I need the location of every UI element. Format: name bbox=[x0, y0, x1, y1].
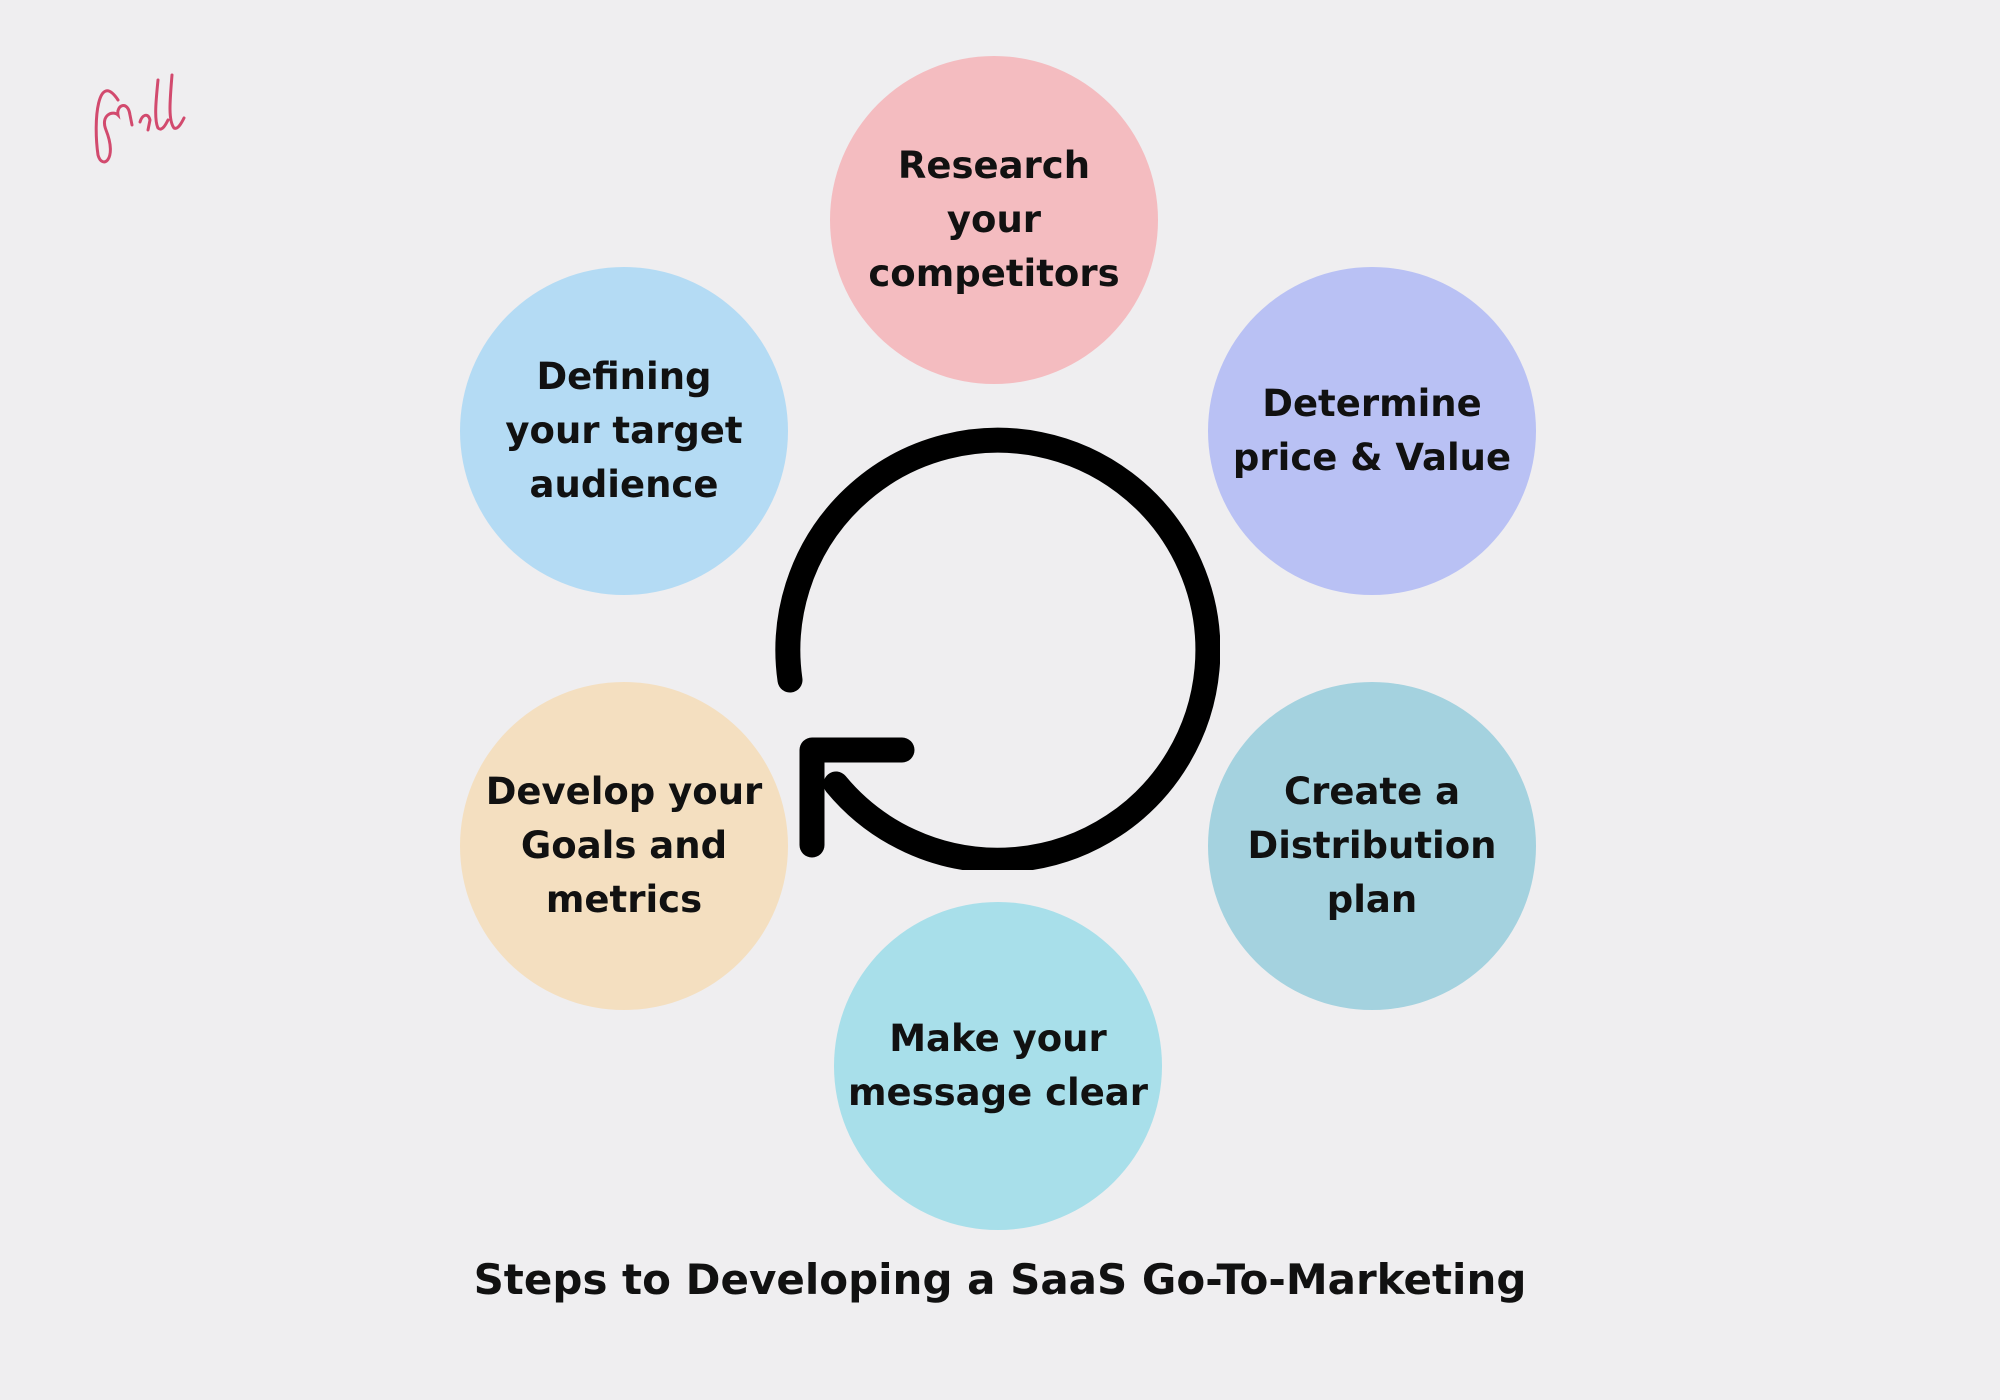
step-target-audience: Defining your target audience bbox=[460, 267, 788, 595]
step-label: Research your competitors bbox=[868, 144, 1120, 295]
step-label: Create a Distribution plan bbox=[1247, 770, 1497, 921]
diagram-caption: Steps to Developing a SaaS Go-To-Marketi… bbox=[473, 1255, 1527, 1304]
cycle-arrow-icon bbox=[775, 427, 1220, 870]
step-distribution-plan: Create a Distribution plan bbox=[1208, 682, 1536, 1010]
step-determine-price: Determine price & Value bbox=[1208, 267, 1536, 595]
frill-logo bbox=[88, 60, 208, 170]
step-label: Make your message clear bbox=[847, 1017, 1149, 1114]
step-research-competitors: Research your competitors bbox=[830, 56, 1158, 384]
step-label: Defining your target audience bbox=[505, 355, 743, 506]
step-goals-metrics: Develop your Goals and metrics bbox=[460, 682, 788, 1010]
step-message-clear: Make your message clear bbox=[834, 902, 1162, 1230]
step-label: Determine price & Value bbox=[1232, 382, 1512, 479]
step-label: Develop your Goals and metrics bbox=[485, 770, 763, 921]
